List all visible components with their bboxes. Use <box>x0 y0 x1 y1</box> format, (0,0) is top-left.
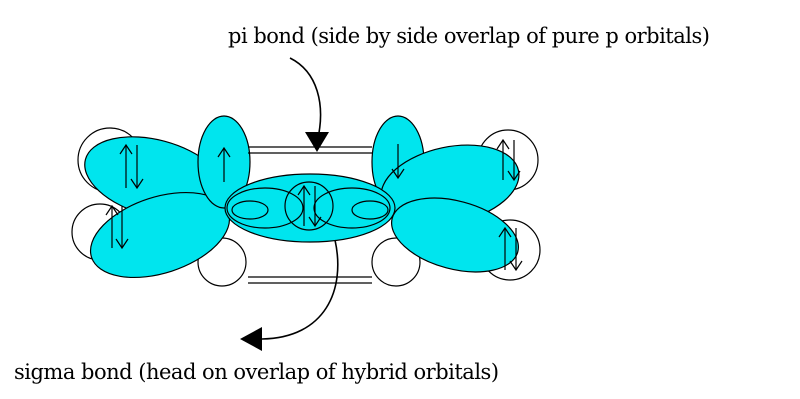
pi-pointer-arrowhead <box>305 132 329 152</box>
sigma-center-orbital <box>284 181 334 231</box>
sigma-inner-small-right <box>351 200 389 220</box>
sigma-inner-small-left <box>231 200 269 220</box>
sigma-pointer-arrowhead <box>240 327 262 351</box>
sigma-overlap-lobe <box>224 173 396 243</box>
pi-bond-label: pi bond (side by side overlap of pure p … <box>228 24 710 48</box>
sigma-bond-label: sigma bond (head on overlap of hybrid or… <box>14 360 499 384</box>
hybrid-lobe-right-lower <box>391 197 519 273</box>
sigma-pointer-arrow <box>261 239 339 340</box>
sigma-inner-left <box>226 187 304 229</box>
pi-pointer-arrow <box>289 57 322 139</box>
sigma-inner-right <box>313 187 391 229</box>
p-lobe-right-bottom <box>371 237 421 287</box>
